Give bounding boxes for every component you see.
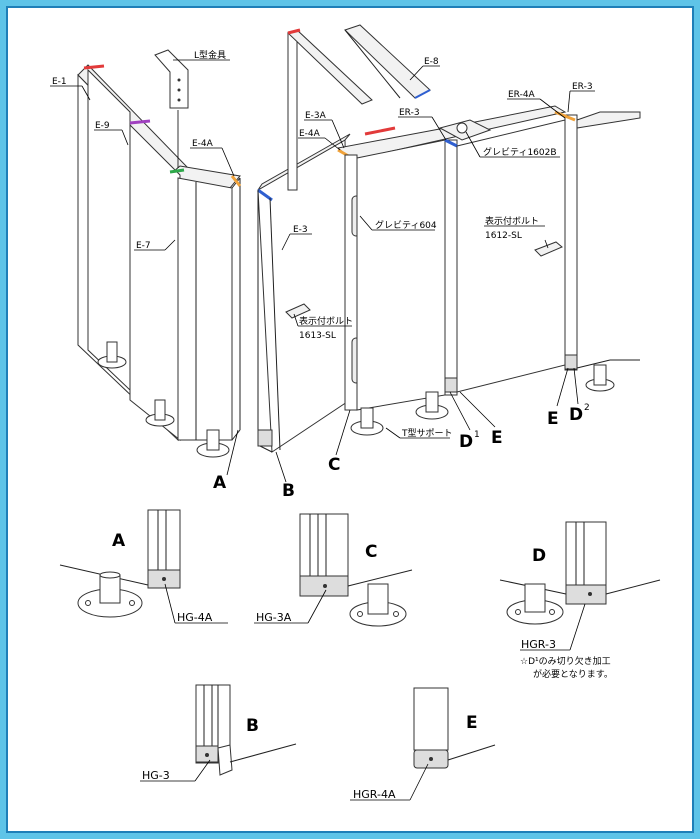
- callout-c: C: [328, 455, 340, 475]
- label-e3a: E-3A: [305, 111, 327, 121]
- callout-b: B: [282, 481, 295, 501]
- label-e9: E-9: [95, 121, 110, 131]
- label-e1: E-1: [52, 77, 67, 87]
- label-bolt-1613-code: 1613-SL: [299, 331, 336, 341]
- label-er4a: ER-4A: [508, 90, 536, 100]
- label-er3-top: ER-3: [399, 108, 420, 118]
- detail-c: C HG-3A: [254, 513, 413, 627]
- callout-d2: D: [569, 405, 583, 425]
- detail-d-note-1: ☆D¹のみ切り欠き加工: [520, 655, 611, 667]
- callout-d1: D: [459, 432, 473, 452]
- label-gravity-604: グレビティ604: [375, 219, 437, 231]
- detail-c-letter: C: [365, 542, 377, 562]
- label-bolt-1612-title: 表示付ボルト: [485, 215, 539, 227]
- detail-d: D HGR-3 ☆D¹のみ切り欠き加工 が必要となります。: [499, 521, 661, 680]
- label-e7: E-7: [136, 241, 151, 251]
- label-e3-door: E-3: [293, 225, 308, 235]
- leader-lines: [50, 59, 595, 483]
- detail-c-part: HG-3A: [256, 611, 292, 624]
- front-panel-assembly: [287, 24, 641, 436]
- detail-b-part: HG-3: [142, 769, 170, 782]
- detail-a-letter: A: [112, 531, 126, 551]
- label-e4a-mid: E-4A: [299, 129, 321, 139]
- detail-d-letter: D: [532, 546, 546, 566]
- label-e4a-left: E-4A: [192, 139, 214, 149]
- label-e8: E-8: [424, 57, 439, 67]
- label-bolt-1613-title: 表示付ボルト: [299, 315, 353, 327]
- label-er3-right: ER-3: [572, 82, 593, 92]
- callout-e-mid: E: [491, 428, 503, 448]
- callout-e-right: E: [547, 409, 559, 429]
- label-bolt-1612-code: 1612-SL: [485, 231, 522, 241]
- detail-b-letter: B: [246, 716, 259, 736]
- detail-d-part: HGR-3: [521, 638, 556, 651]
- callout-a: A: [213, 473, 227, 493]
- detail-a-part: HG-4A: [177, 611, 213, 624]
- detail-e-letter: E: [466, 713, 478, 733]
- detail-d-note-2: が必要となります。: [533, 668, 613, 680]
- label-l-bracket: L型金具: [194, 49, 226, 61]
- label-gravity-1602b: グレビティ1602B: [483, 146, 557, 158]
- callout-d1-sup: 1: [474, 430, 480, 440]
- detail-e-part: HGR-4A: [353, 788, 396, 801]
- detail-b: B HG-3: [140, 684, 297, 782]
- label-t-support: T型サポート: [401, 428, 453, 439]
- callout-d2-sup: 2: [584, 403, 590, 413]
- detail-e: E HGR-4A: [350, 687, 496, 801]
- left-panel-assembly: [77, 49, 242, 458]
- detail-a: A HG-4A: [59, 509, 228, 624]
- part-labels: E-1 E-9 E-7 E-4A L型金具 E-3 E-3A E-4A E-8 …: [52, 49, 593, 501]
- door-assembly: [257, 133, 351, 453]
